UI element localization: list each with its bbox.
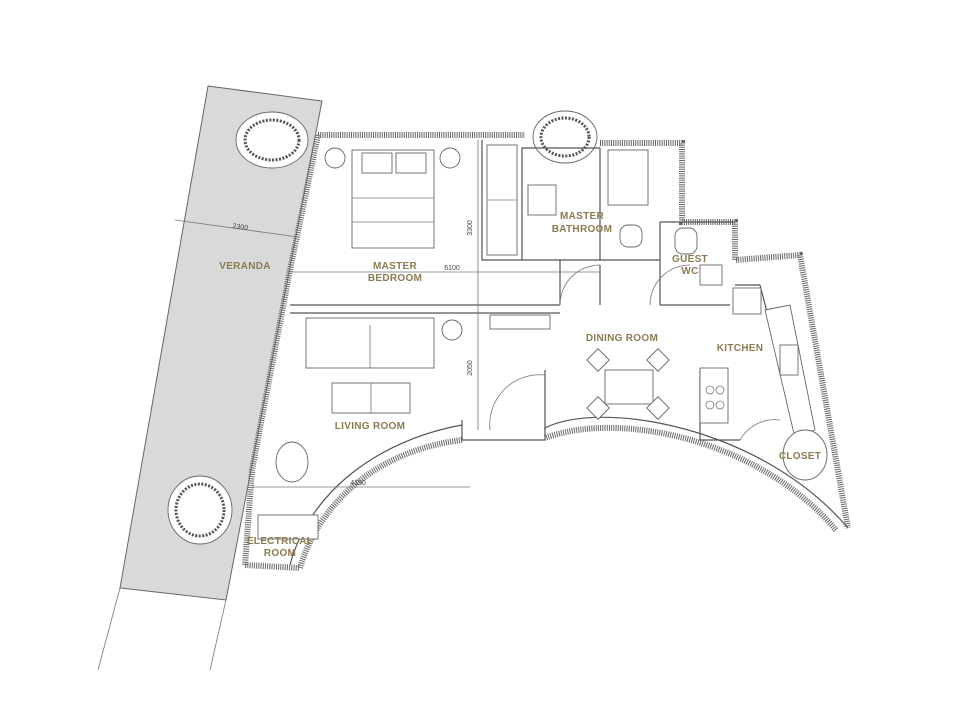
dining-table-icon — [586, 348, 670, 420]
bed-icon — [324, 147, 461, 249]
dimension-label: 2300 — [232, 223, 249, 232]
door-swing — [489, 374, 546, 431]
dimension-label: 6100 — [444, 265, 460, 272]
room-label-guest-wc: WC — [681, 266, 698, 277]
room-label-electrical-room: ELECTRICAL — [247, 536, 313, 547]
dimension-line — [174, 219, 299, 238]
room-label-master-bedroom: MASTER — [373, 261, 417, 272]
room-label-master-bedroom: BEDROOM — [368, 273, 422, 284]
room-label-closet: CLOSET — [779, 451, 821, 462]
room-label-dining-room: DINING ROOM — [586, 333, 658, 344]
planter-icon — [235, 111, 309, 169]
room-label-kitchen: KITCHEN — [717, 343, 764, 354]
room-label-veranda: VERANDA — [219, 261, 271, 272]
kitchen-counter — [699, 287, 828, 481]
interior-wall — [290, 140, 801, 441]
planter-icon — [532, 110, 598, 164]
veranda-edge-line — [209, 599, 227, 671]
door-swing — [649, 264, 691, 306]
room-label-living-room: LIVING ROOM — [335, 421, 406, 432]
planter-icon — [167, 475, 233, 545]
dimension-label: 3300 — [467, 220, 474, 236]
veranda-edge-line — [97, 587, 121, 671]
electrical-cabinet — [257, 514, 319, 540]
bathroom-fixtures — [527, 149, 723, 286]
door-swing — [739, 419, 781, 441]
room-label-electrical-room: ROOM — [264, 548, 296, 559]
dimension-label: 4150 — [350, 480, 366, 487]
room-label-master-bathroom: MASTER — [560, 211, 604, 222]
room-label-master-bathroom: BATHROOM — [552, 224, 613, 235]
sofa-icon — [275, 314, 551, 483]
exterior-curved-wall — [244, 424, 839, 572]
door-swing — [559, 264, 601, 306]
curved-facade — [289, 416, 849, 566]
wall — [461, 420, 546, 441]
dimension-label: 2050 — [467, 360, 474, 376]
room-label-guest-wc: GUEST — [672, 254, 708, 265]
